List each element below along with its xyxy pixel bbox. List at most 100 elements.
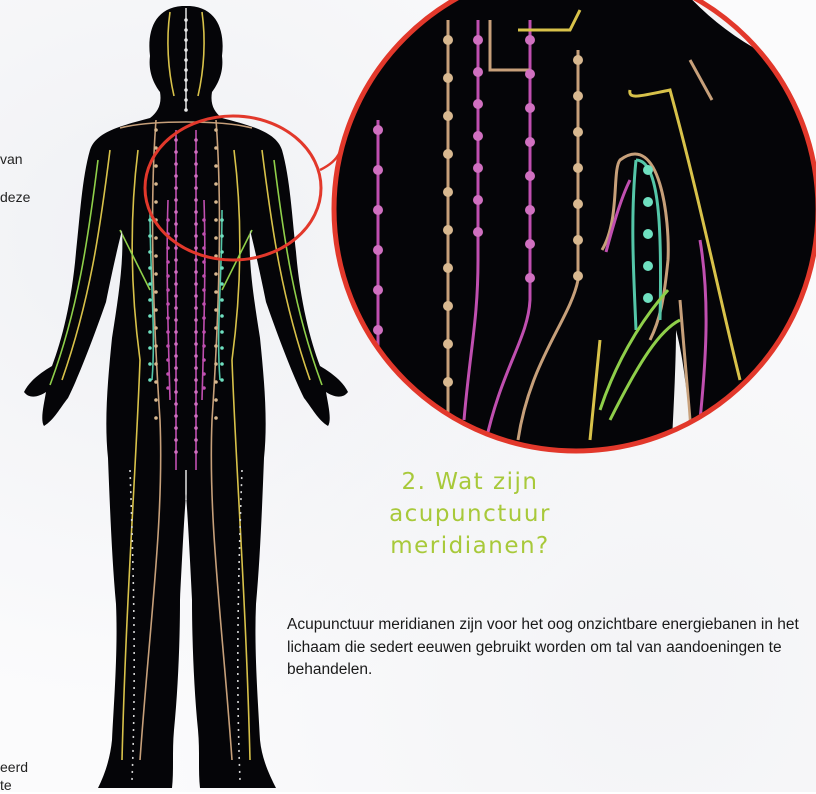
acupoint	[214, 272, 218, 276]
acupoint	[214, 362, 218, 366]
acupoint	[443, 263, 453, 273]
acupoint	[202, 218, 206, 222]
acupoint	[174, 210, 178, 214]
acupoint	[148, 330, 152, 334]
heading-line: acupunctuur	[320, 498, 620, 530]
acupoint	[214, 236, 218, 240]
acupoint	[154, 362, 158, 366]
acupoint	[525, 69, 535, 79]
acupoint	[154, 380, 158, 384]
acupoint	[184, 68, 188, 72]
acupoint	[443, 149, 453, 159]
acupoint	[194, 210, 198, 214]
acupoint	[220, 378, 224, 382]
acupoint	[214, 218, 218, 222]
acupoint	[220, 218, 224, 222]
acupoint	[373, 405, 383, 415]
acupoint	[174, 174, 178, 178]
acupoint	[174, 378, 178, 382]
acupoint	[443, 187, 453, 197]
acupoint	[194, 402, 198, 406]
acupoint	[148, 346, 152, 350]
acupoint	[194, 330, 198, 334]
acupoint	[525, 35, 535, 45]
acupoint	[525, 171, 535, 181]
acupoint	[220, 362, 224, 366]
acupoint	[643, 197, 653, 207]
acupoint	[174, 222, 178, 226]
acupoint	[148, 298, 152, 302]
acupoint	[184, 28, 188, 32]
acupoint	[184, 58, 188, 62]
acupoint	[174, 354, 178, 358]
acupoint	[154, 416, 158, 420]
acupoint	[148, 266, 152, 270]
acupoint	[194, 354, 198, 358]
acupoint	[174, 150, 178, 154]
acupoint	[166, 316, 170, 320]
acupoint	[174, 438, 178, 442]
acupoint	[473, 131, 483, 141]
acupoint	[194, 306, 198, 310]
acupoint	[443, 339, 453, 349]
acupoint	[525, 273, 535, 283]
acupoint	[373, 245, 383, 255]
acupoint	[220, 250, 224, 254]
acupoint	[194, 294, 198, 298]
acupoint	[154, 200, 158, 204]
acupoint	[220, 314, 224, 318]
acupoint	[174, 294, 178, 298]
acupoint	[473, 99, 483, 109]
acupoint	[148, 250, 152, 254]
acupoint	[184, 108, 188, 112]
acupoint	[148, 378, 152, 382]
acupoint	[525, 137, 535, 147]
acupoint	[184, 98, 188, 102]
acupoint	[443, 225, 453, 235]
acupoint	[194, 138, 198, 142]
acupoint	[214, 146, 218, 150]
acupoint	[194, 414, 198, 418]
acupoint	[373, 445, 383, 455]
acupoint	[174, 342, 178, 346]
acupoint	[174, 282, 178, 286]
acupoint	[174, 162, 178, 166]
acupoint	[154, 254, 158, 258]
acupoint	[194, 450, 198, 454]
acupoint	[194, 438, 198, 442]
acupoint	[166, 372, 170, 376]
acupoint	[174, 186, 178, 190]
acupoint	[154, 272, 158, 276]
acupoint	[166, 330, 170, 334]
acupoint	[194, 150, 198, 154]
heading-line: meridianen?	[320, 530, 620, 562]
acupoint	[443, 301, 453, 311]
acupoint	[174, 330, 178, 334]
acupoint	[166, 302, 170, 306]
acupoint	[184, 18, 188, 22]
acupoint	[174, 402, 178, 406]
acupoint	[154, 128, 158, 132]
acupoint	[194, 186, 198, 190]
acupoint	[214, 182, 218, 186]
acupoint	[214, 128, 218, 132]
acupoint	[154, 398, 158, 402]
acupoint	[148, 314, 152, 318]
acupoint	[194, 258, 198, 262]
acupoint	[202, 260, 206, 264]
acupoint	[214, 380, 218, 384]
acupoint	[643, 293, 653, 303]
acupoint	[166, 274, 170, 278]
acupoint	[443, 35, 453, 45]
acupoint	[573, 235, 583, 245]
acupoint	[154, 326, 158, 330]
acupoint	[194, 426, 198, 430]
acupoint	[174, 306, 178, 310]
acupoint	[214, 290, 218, 294]
zoomed-meridian-view	[330, 0, 816, 460]
acupoint	[202, 246, 206, 250]
acupoint	[154, 164, 158, 168]
acupoint	[194, 234, 198, 238]
acupoint	[214, 344, 218, 348]
acupoint	[184, 48, 188, 52]
